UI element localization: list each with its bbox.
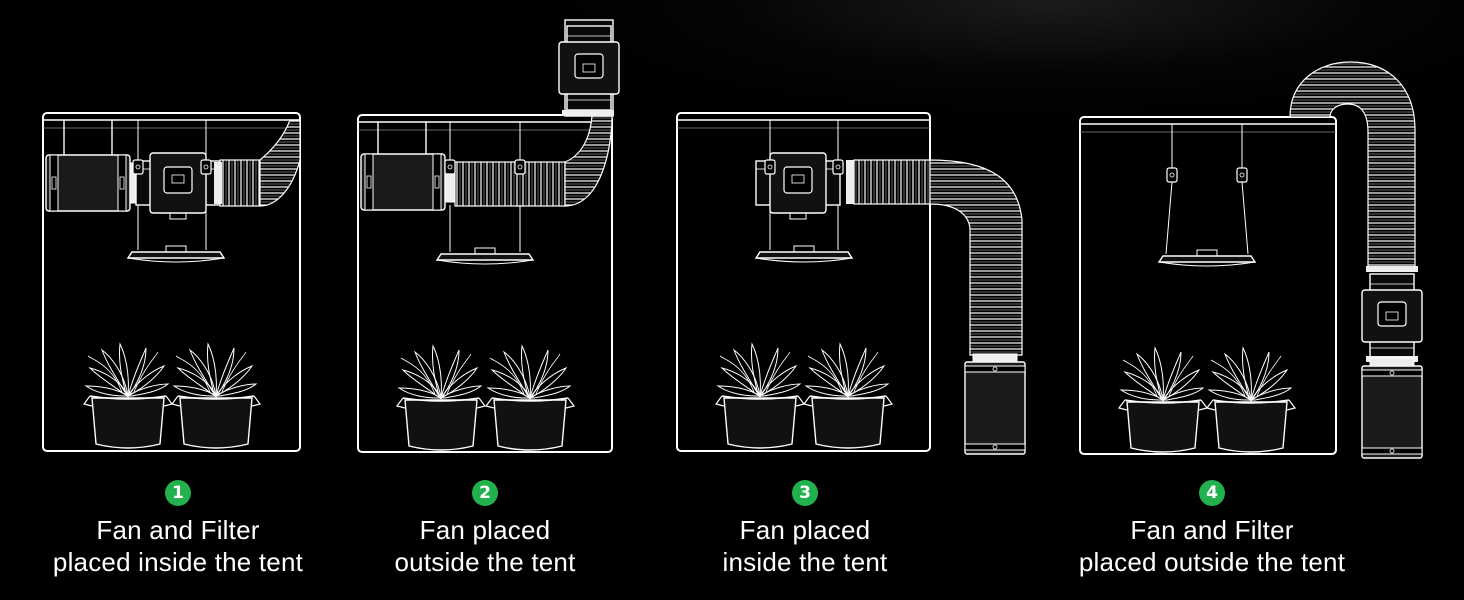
step-2-caption-line2: outside the tent [394, 547, 576, 577]
step-4-caption-line2: placed outside the tent [1078, 547, 1346, 577]
step-3-caption-line1: Fan placed [739, 515, 871, 545]
step-1: 1 Fan and Filter placed inside the tent [28, 480, 328, 578]
step-2-badge: 2 [472, 480, 498, 506]
step-1-badge: 1 [165, 480, 191, 506]
panel-1-inside-tent [42, 112, 301, 452]
step-4-badge: 4 [1199, 480, 1225, 506]
step-2-caption-line1: Fan placed [419, 515, 551, 545]
step-1-caption-line1: Fan and Filter [96, 515, 260, 545]
panel-3-fan-inside [676, 112, 1026, 455]
step-3-caption-line2: inside the tent [722, 547, 888, 577]
step-3: 3 Fan placed inside the tent [655, 480, 955, 578]
step-4-caption-line1: Fan and Filter [1130, 515, 1294, 545]
panel-4-fan-filter-outside [1079, 61, 1423, 459]
panel-2-fan-outside [357, 19, 620, 453]
step-2: 2 Fan placed outside the tent [335, 480, 635, 578]
step-4: 4 Fan and Filter placed outside the tent [1057, 480, 1367, 578]
step-1-caption-line2: placed inside the tent [52, 547, 304, 577]
step-3-badge: 3 [792, 480, 818, 506]
